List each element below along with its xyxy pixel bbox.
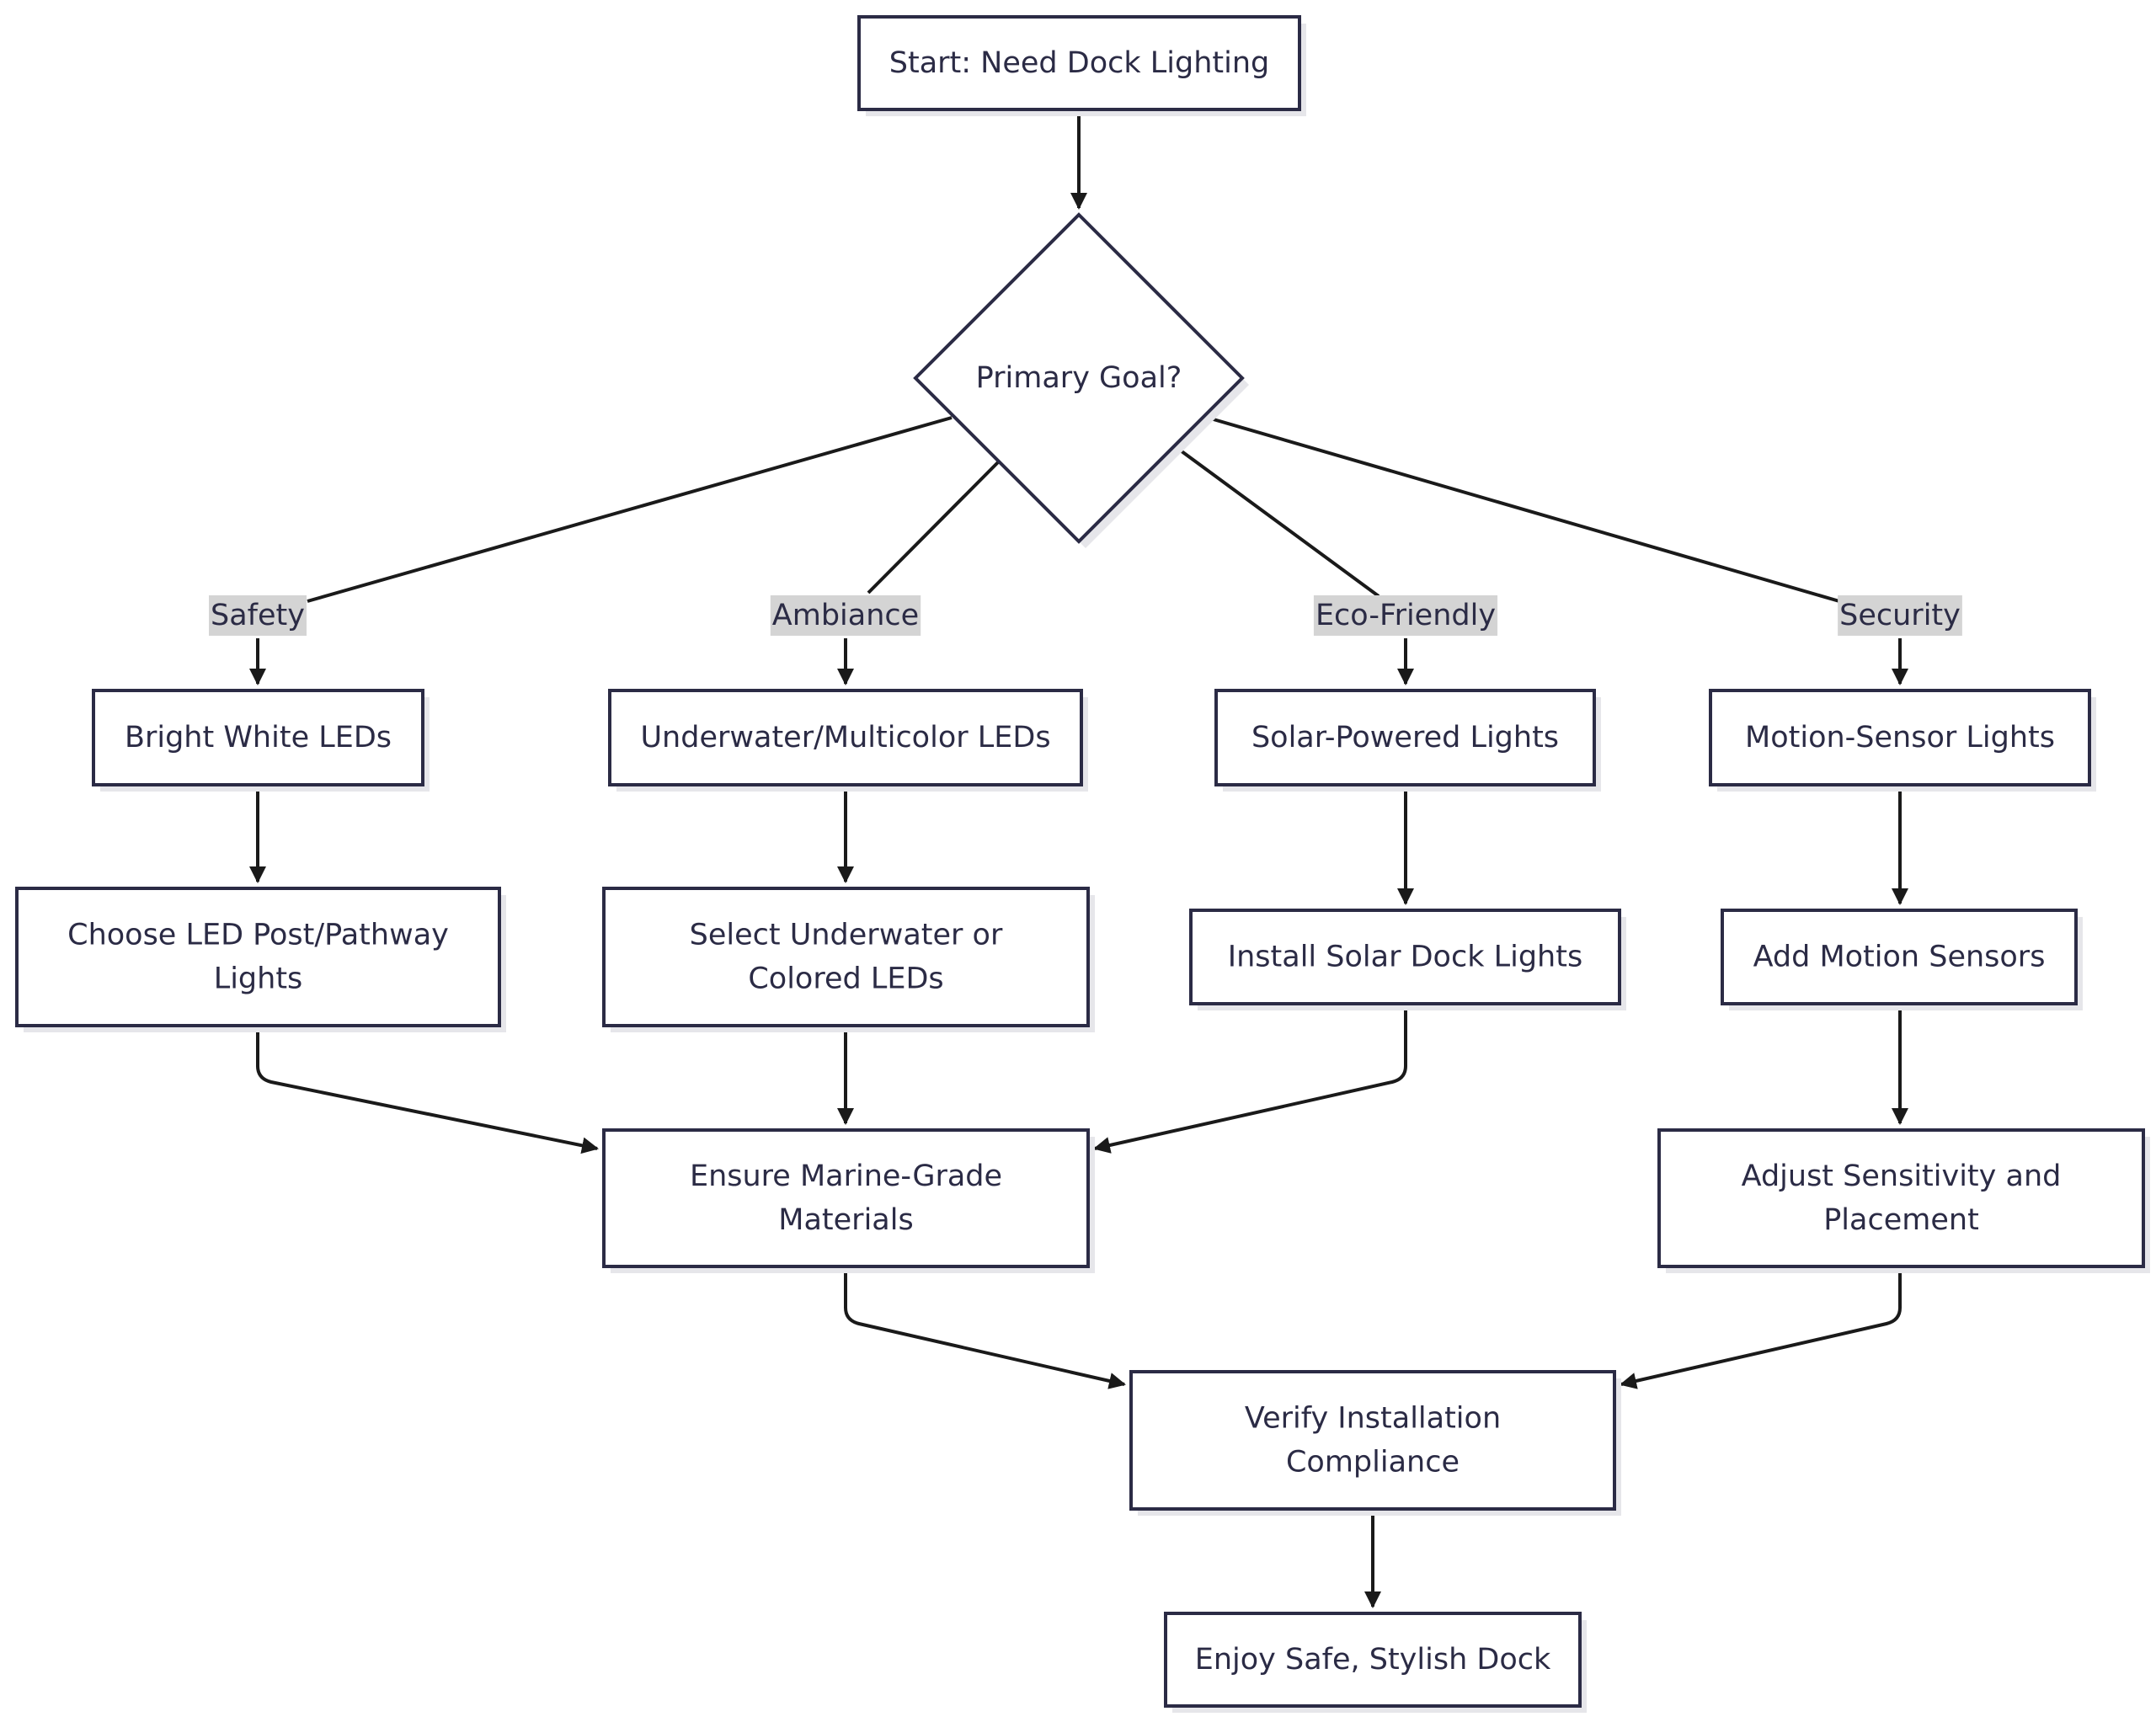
node-label: Select Underwater or [690,919,1003,952]
node-label: Ensure Marine-Grade [690,1160,1002,1193]
node-motion: Motion-Sensor Lights [1709,689,2096,792]
node-label: Colored LEDs [748,962,943,996]
node-label: Start: Need Dock Lighting [889,46,1269,80]
node-label: Enjoy Safe, Stylish Dock [1195,1643,1551,1677]
node-start: Start: Need Dock Lighting [857,15,1306,116]
edge-label-ambiance: Ambiance [770,595,921,636]
node-label: Verify Installation [1245,1402,1501,1436]
node-label: Motion-Sensor Lights [1745,721,2055,754]
edge-goal-ambiance [867,460,1001,594]
edge-label-safety: Safety [209,595,307,636]
node-label: Choose LED Post/Pathway [67,919,449,952]
edge-label-security: Security [1838,595,1962,636]
edge-goal-eco [1173,445,1380,598]
edge-label-text: Ambiance [772,599,919,632]
node-label: Solar-Powered Lights [1251,721,1559,754]
node-add-motion: Add Motion Sensors [1721,909,2083,1010]
node-label: Materials [778,1203,913,1237]
edge-label-text: Eco-Friendly [1315,599,1496,632]
node-label: Primary Goal? [976,361,1182,395]
node-label: Underwater/Multicolor LEDs [640,721,1050,754]
node-underwater: Underwater/Multicolor LEDs [608,689,1088,792]
node-enjoy: Enjoy Safe, Stylish Dock [1164,1612,1587,1713]
node-install-solar: Install Solar Dock Lights [1189,909,1626,1010]
edge-label-eco: Eco-Friendly [1313,595,1498,636]
edges [249,109,1908,1608]
node-label: Install Solar Dock Lights [1228,941,1582,974]
node-label: Add Motion Sensors [1753,941,2046,974]
node-solar: Solar-Powered Lights [1214,689,1601,792]
node-label: Lights [214,962,303,996]
node-bright: Bright White LEDs [92,689,430,792]
edge-choose-marine [256,1026,599,1154]
node-label: Bright White LEDs [125,721,392,754]
edge-install-marine [1093,1004,1407,1154]
edge-labels: Safety Ambiance Eco-Friendly Security [209,595,1962,636]
edge-goal-security [1207,416,1840,603]
edge-label-text: Safety [211,599,305,632]
edge-goal-safety [307,416,953,603]
node-label: Placement [1823,1203,1979,1237]
edge-adjust-verify [1620,1266,1902,1389]
node-select-underwater: Select Underwater or Colored LEDs [602,887,1095,1032]
node-label: Adjust Sensitivity and [1742,1160,2062,1193]
edge-label-text: Security [1839,599,1961,632]
node-goal-decision: Primary Goal? [913,212,1249,548]
edge-marine-verify [844,1266,1126,1389]
node-label: Compliance [1286,1446,1460,1479]
